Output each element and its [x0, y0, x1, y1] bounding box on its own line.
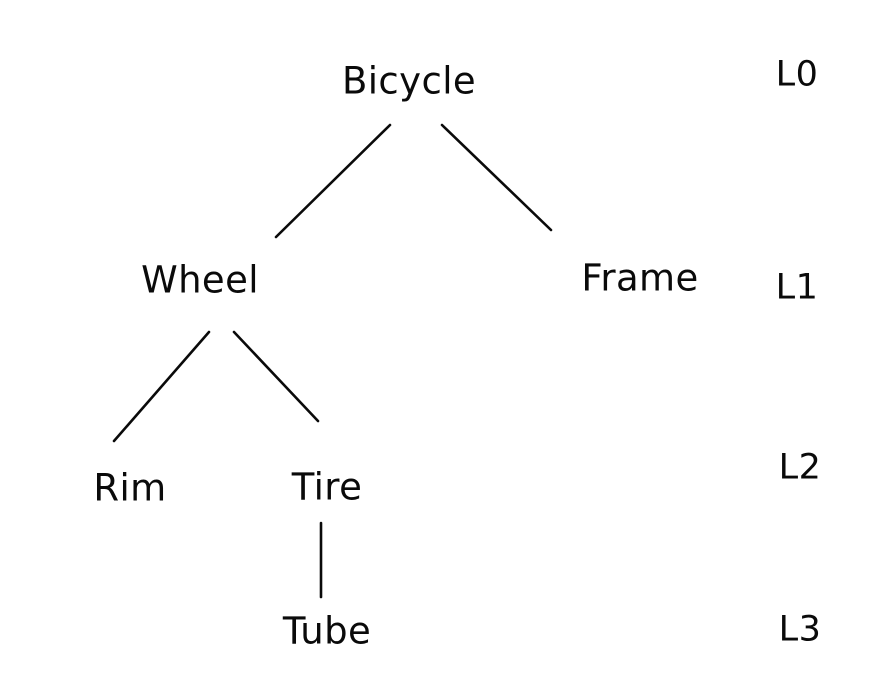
level-label-l0: L0: [775, 54, 819, 95]
level-label-l2: L2: [778, 447, 822, 488]
node-tire[interactable]: Tire: [291, 465, 363, 509]
node-rim[interactable]: Rim: [93, 466, 167, 510]
edge-bicycle-to-frame: [440, 123, 553, 232]
edge-wheel-to-tire: [232, 330, 320, 423]
node-frame[interactable]: Frame: [581, 256, 699, 300]
level-label-l3: L3: [778, 609, 822, 650]
node-wheel[interactable]: Wheel: [141, 258, 259, 302]
edge-wheel-to-rim: [112, 330, 211, 443]
node-tube[interactable]: Tube: [282, 609, 372, 653]
level-label-l1: L1: [775, 267, 819, 308]
edge-bicycle-to-wheel: [274, 123, 392, 239]
node-bicycle[interactable]: Bicycle: [341, 59, 477, 103]
